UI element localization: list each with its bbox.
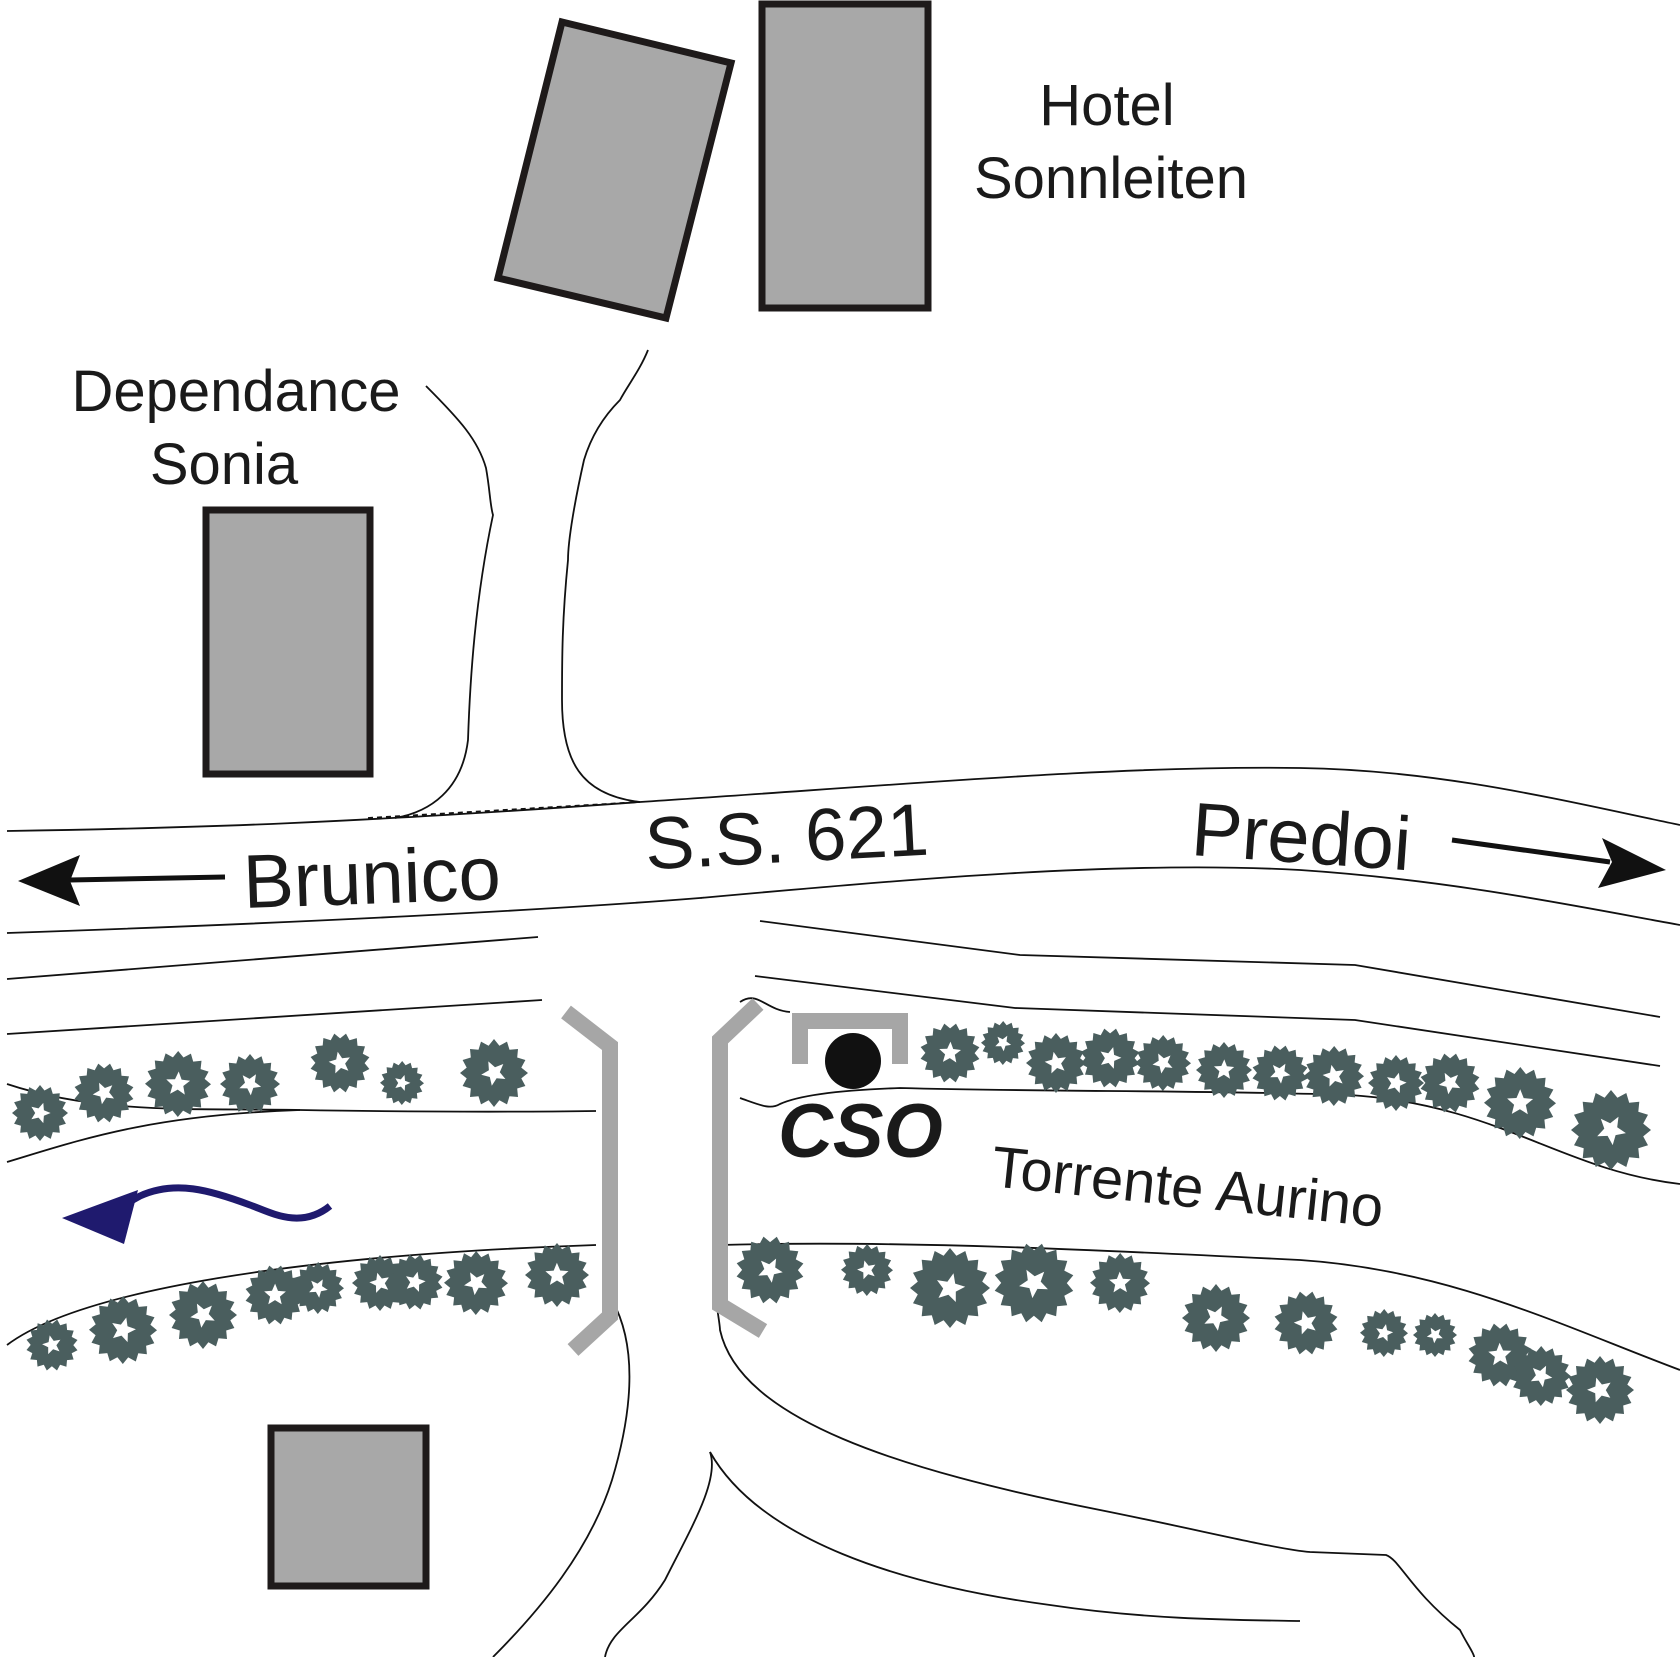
- tree-canopy-gap: [328, 1051, 350, 1074]
- road-name-label: S.S. 621: [643, 788, 931, 886]
- tree-canopy-gap: [939, 1041, 961, 1063]
- tree-canopy-gap: [1530, 1365, 1553, 1388]
- tree-canopy-gap: [1152, 1053, 1173, 1074]
- dependance-label-line2: Sonia: [150, 432, 299, 497]
- tree-canopy-gap: [1044, 1051, 1066, 1074]
- tree-canopy-gap: [857, 1260, 876, 1280]
- hotel-building-rotated: [493, 17, 736, 323]
- tree-canopy-gap: [1322, 1064, 1344, 1087]
- tree-canopy-gap: [1019, 1269, 1048, 1299]
- main-road: [6, 766, 1680, 934]
- hotel-label-line2: Sonnleiten: [974, 146, 1248, 211]
- cso-label: CSO: [778, 1089, 943, 1174]
- lower-roads: [492, 1239, 1475, 1657]
- dependance-label-line1: Dependance: [72, 359, 401, 424]
- tree-canopy-gap: [92, 1082, 114, 1105]
- hotel-building: [758, 0, 932, 312]
- dependance-building: [202, 506, 374, 778]
- tree-canopy-gap: [1587, 1377, 1611, 1403]
- tree-canopy-gap: [239, 1074, 262, 1096]
- tree-canopy-gap: [406, 1271, 426, 1292]
- access-road-north: [367, 349, 649, 819]
- tree-canopy-gap: [369, 1272, 389, 1293]
- tree-canopy-gap: [1426, 1327, 1443, 1344]
- tree-canopy-gap: [545, 1262, 569, 1285]
- tree-canopy-gap: [1438, 1072, 1461, 1095]
- tree-canopy-gap: [1270, 1063, 1291, 1084]
- bridge-railing-west: [561, 1005, 618, 1356]
- tree-canopy-gap: [464, 1272, 487, 1296]
- tree-canopy-gap: [1387, 1072, 1407, 1093]
- tree-canopy-gap: [1293, 1311, 1317, 1335]
- tree-canopy-gap: [937, 1273, 966, 1302]
- tree-canopy-gap: [481, 1061, 506, 1086]
- tree-canopy-gap: [1488, 1342, 1512, 1366]
- cso-structure: [792, 1013, 908, 1064]
- south-building: [267, 1424, 430, 1590]
- tree-canopy-gap: [1204, 1306, 1229, 1331]
- tree-canopy-gap: [395, 1075, 411, 1091]
- arrow-to-brunico-icon: [18, 855, 226, 906]
- tree-canopy-gap: [264, 1283, 286, 1305]
- tree-canopy-gap: [190, 1303, 215, 1328]
- tree-canopy-gap: [309, 1279, 328, 1298]
- cso-marker-icon: [825, 1033, 881, 1089]
- tree-canopy-gap: [1214, 1059, 1235, 1079]
- hotel-label-line1: Hotel: [1039, 73, 1174, 138]
- tree-canopy-gap: [166, 1071, 191, 1095]
- brunico-label: Brunico: [242, 831, 502, 925]
- tree-canopy-gap: [31, 1102, 51, 1124]
- tree-canopy-gap: [42, 1335, 61, 1355]
- predoi-label: Predoi: [1189, 787, 1414, 887]
- river-label: Torrente Aurino: [989, 1134, 1387, 1240]
- tree-canopy-gap: [1376, 1324, 1394, 1342]
- tree-canopy-gap: [995, 1035, 1012, 1052]
- buildings: [202, 0, 932, 1590]
- embankment-lines: [6, 920, 1661, 1067]
- bridge: [561, 998, 768, 1356]
- arrow-to-predoi-icon: [1451, 837, 1666, 888]
- cso-station: [792, 1013, 908, 1089]
- tree-canopy-gap: [112, 1317, 136, 1343]
- tree-canopy-gap: [1507, 1089, 1534, 1115]
- tree-canopy-gap: [1100, 1047, 1122, 1069]
- bridge-railing-east: [712, 998, 768, 1338]
- riparian-trees: [12, 1021, 1651, 1424]
- flow-direction-arrow-icon: [62, 1184, 333, 1244]
- tree-canopy-gap: [758, 1258, 783, 1283]
- tree-canopy-gap: [1597, 1116, 1626, 1146]
- tree-canopy-gap: [1109, 1271, 1131, 1293]
